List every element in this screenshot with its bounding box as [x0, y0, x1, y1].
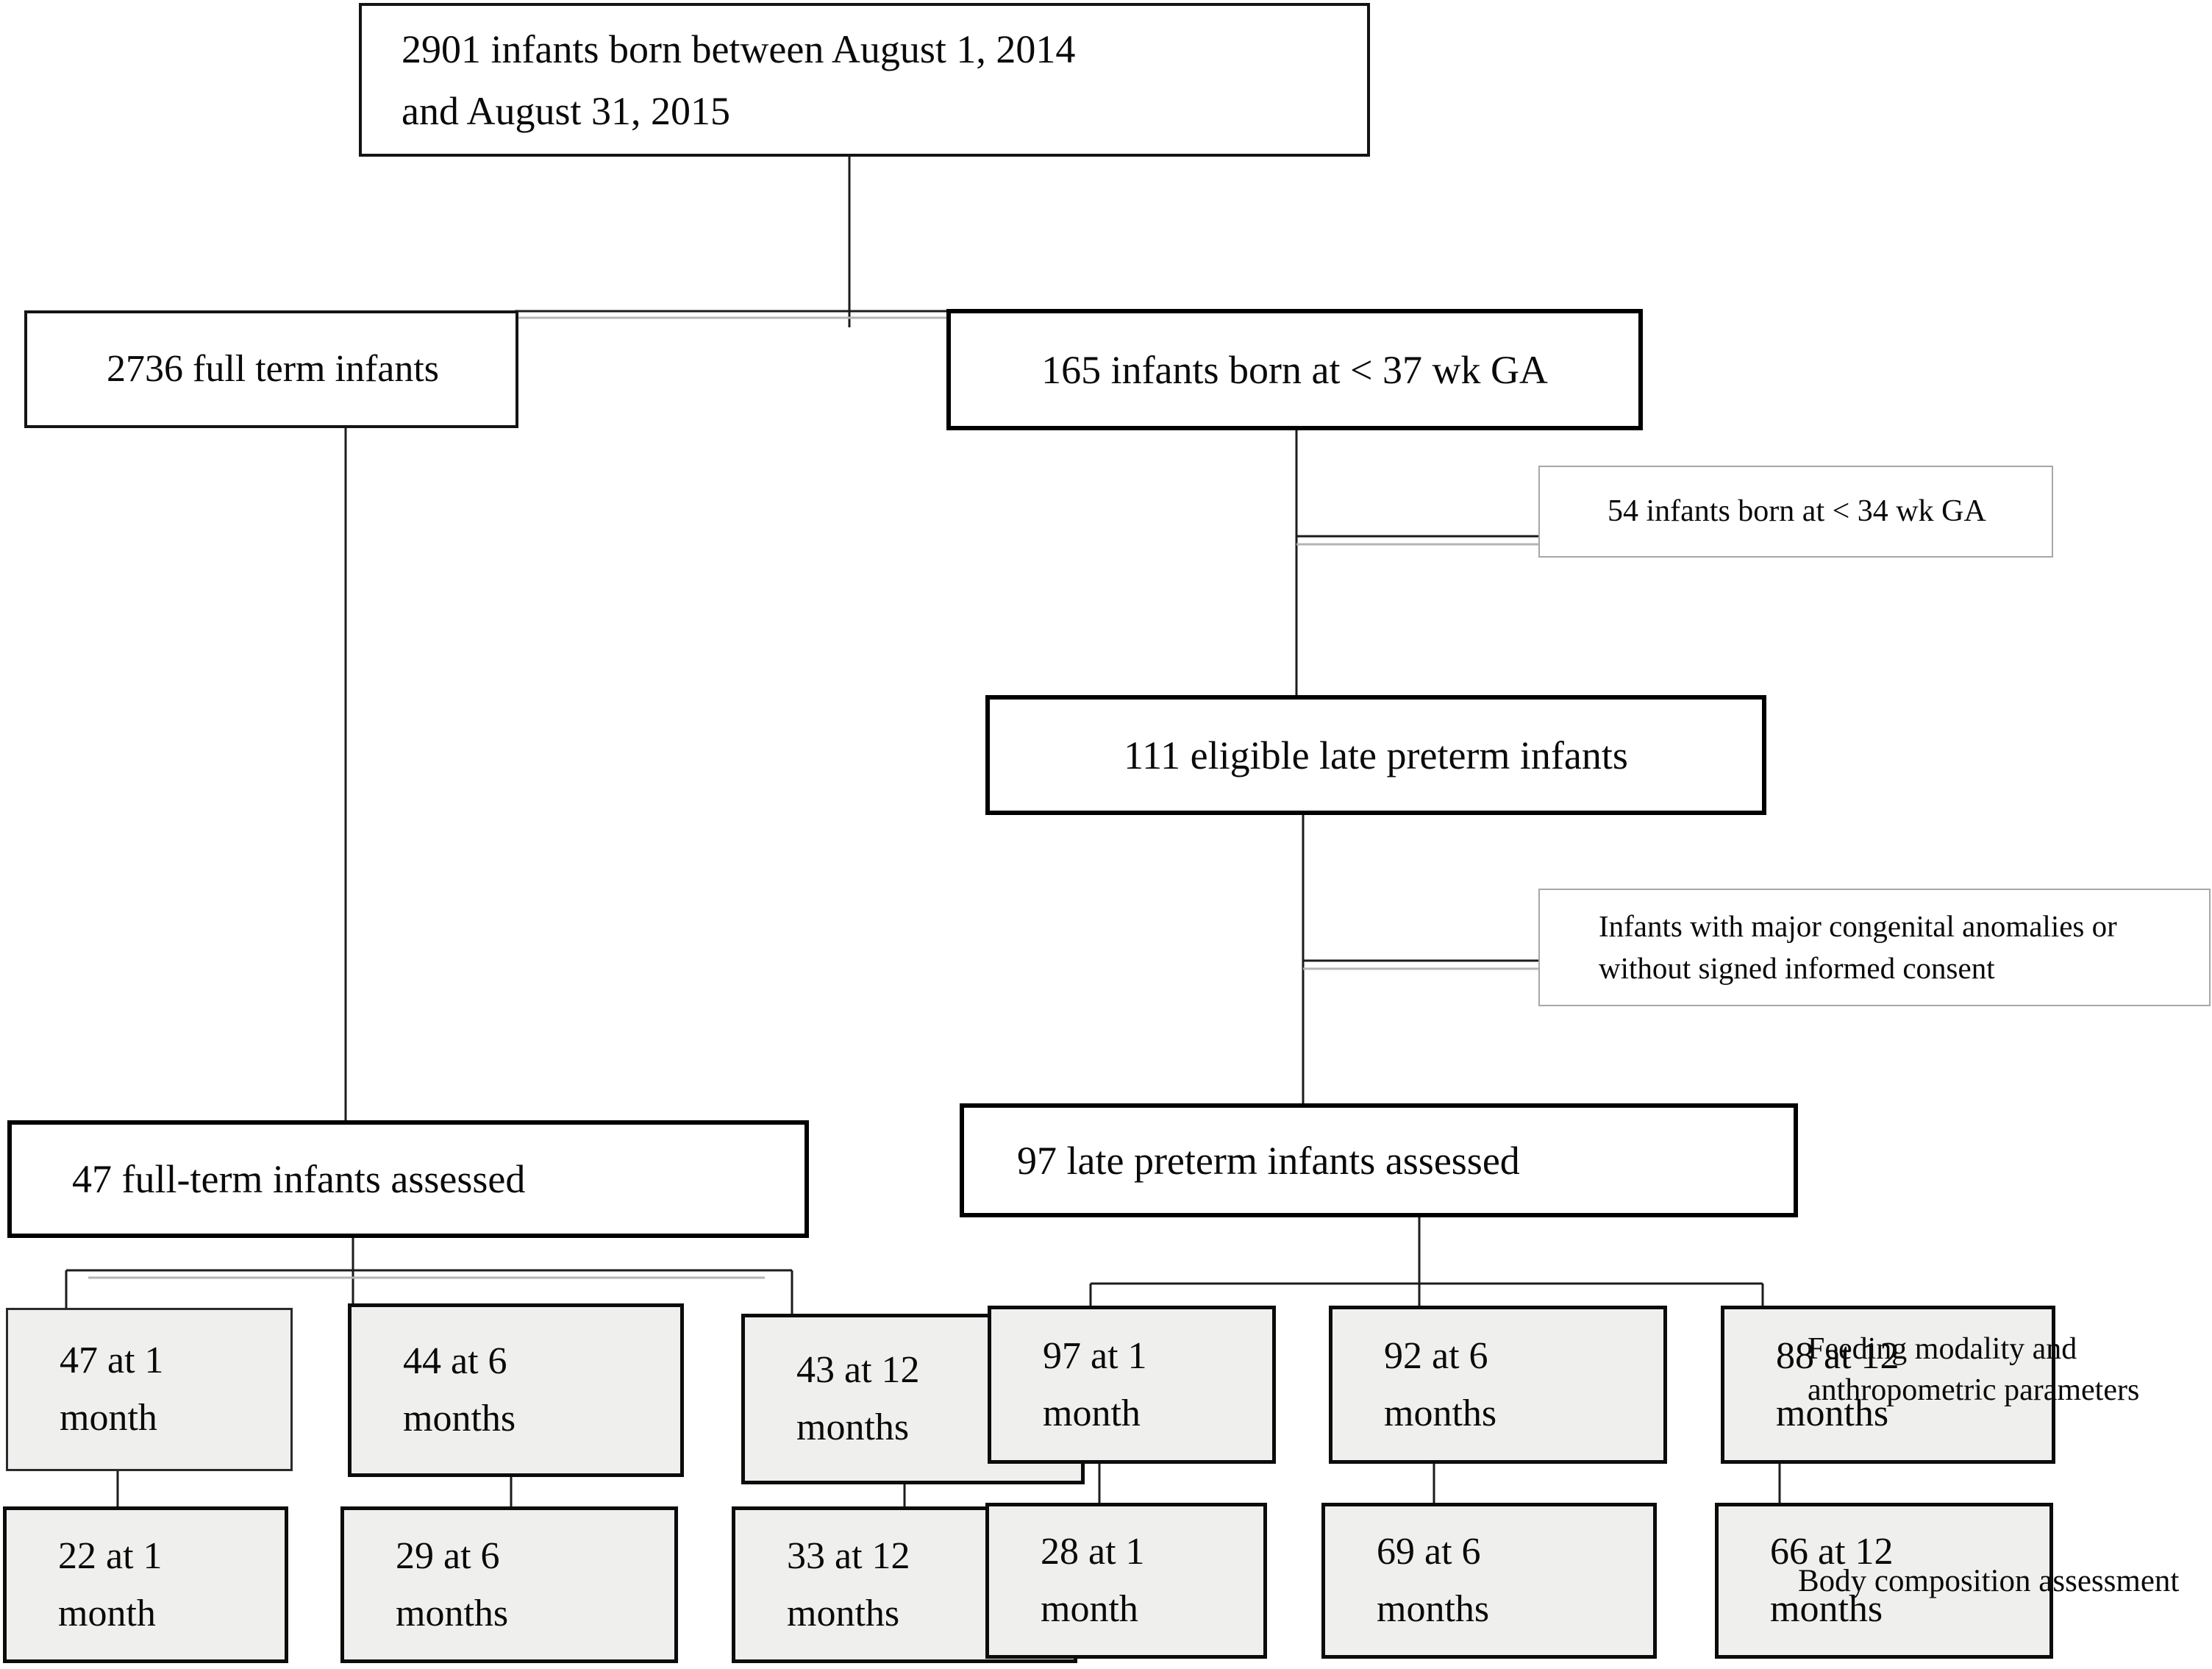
node-excluded-anomalies: Infants with major congenital anomalies … — [1538, 889, 2211, 1006]
node-ft-bc-6-months-line1: 29 at 6 — [396, 1534, 500, 1577]
node-lp-12-months: 88 at 12 months — [1721, 1306, 2055, 1464]
node-preterm-lt37wk-label: 165 infants born at < 37 wk GA — [1041, 347, 1548, 392]
node-eligible-late-preterm-label: 111 eligible late preterm infants — [1124, 733, 1628, 777]
node-full-term: 2736 full term infants — [24, 310, 518, 428]
row-label-feeding-line2: anthropometric parameters — [1808, 1373, 2140, 1407]
node-ft-6-months-line1: 44 at 6 — [403, 1340, 507, 1382]
node-lp-6-months: 92 at 6 months — [1329, 1306, 1667, 1464]
node-ft-1-month-line2: month — [60, 1397, 157, 1439]
node-excluded-anomalies-line2: without signed informed consent — [1599, 951, 1995, 985]
node-total-births-line2: and August 31, 2015 — [402, 88, 731, 133]
node-full-term-label: 2736 full term infants — [107, 348, 440, 390]
node-excluded-lt34wk: 54 infants born at < 34 wk GA — [1538, 466, 2053, 558]
node-lp-12-months-line2: months — [1776, 1392, 1889, 1434]
node-lp-12-months-line1: 88 at 12 — [1776, 1334, 1899, 1377]
node-eligible-late-preterm: 111 eligible late preterm infants — [985, 695, 1766, 815]
node-late-preterm-assessed: 97 late preterm infants assessed — [960, 1103, 1798, 1217]
node-lp-1-month-line2: month — [1043, 1392, 1141, 1434]
row-label-body-composition: Body composition assessment — [1798, 1562, 2212, 1601]
node-ft-bc-1-month-line1: 22 at 1 — [58, 1534, 163, 1577]
node-full-term-assessed-label: 47 full-term infants assessed — [72, 1157, 526, 1201]
node-lp-bc-1-month-line1: 28 at 1 — [1041, 1531, 1145, 1573]
node-late-preterm-assessed-label: 97 late preterm infants assessed — [1017, 1138, 1520, 1183]
node-ft-bc-12-months-line2: months — [787, 1592, 900, 1634]
row-label-feeding-line1: Feeding modality and — [1808, 1332, 2077, 1366]
node-lp-bc-1-month: 28 at 1 month — [985, 1503, 1267, 1659]
node-lp-bc-6-months-line1: 69 at 6 — [1377, 1531, 1481, 1573]
node-ft-12-months-line1: 43 at 12 — [796, 1349, 920, 1391]
node-lp-bc-6-months-line2: months — [1377, 1588, 1490, 1630]
node-lp-6-months-line2: months — [1384, 1392, 1497, 1434]
node-full-term-assessed: 47 full-term infants assessed — [7, 1120, 809, 1238]
node-excluded-anomalies-line1: Infants with major congenital anomalies … — [1599, 909, 2117, 943]
node-preterm-lt37wk: 165 infants born at < 37 wk GA — [946, 309, 1643, 430]
node-ft-6-months-line2: months — [403, 1398, 516, 1440]
node-lp-bc-12-months-line2: months — [1770, 1588, 1883, 1630]
node-lp-6-months-line1: 92 at 6 — [1384, 1334, 1488, 1377]
node-lp-1-month-line1: 97 at 1 — [1043, 1334, 1147, 1377]
node-ft-bc-6-months: 29 at 6 months — [340, 1506, 678, 1663]
node-ft-bc-1-month-line2: month — [58, 1592, 156, 1634]
node-lp-bc-1-month-line2: month — [1041, 1588, 1138, 1630]
node-ft-bc-6-months-line2: months — [396, 1592, 509, 1634]
node-ft-bc-12-months-line1: 33 at 12 — [787, 1534, 910, 1577]
node-ft-1-month: 47 at 1 month — [6, 1308, 293, 1471]
node-ft-12-months-line2: months — [796, 1406, 910, 1448]
node-lp-bc-12-months: 66 at 12 months — [1715, 1503, 2053, 1659]
node-ft-6-months: 44 at 6 months — [348, 1303, 684, 1477]
node-total-births: 2901 infants born between August 1, 2014… — [359, 3, 1370, 157]
row-label-feeding-anthropometrics: Feeding modality and anthropometric para… — [1808, 1328, 2212, 1411]
row-label-body-composition-text: Body composition assessment — [1798, 1564, 2180, 1598]
node-total-births-line1: 2901 infants born between August 1, 2014 — [402, 26, 1076, 71]
node-ft-bc-1-month: 22 at 1 month — [3, 1506, 288, 1663]
node-excluded-lt34wk-label: 54 infants born at < 34 wk GA — [1608, 494, 1986, 528]
node-lp-bc-12-months-line1: 66 at 12 — [1770, 1531, 1894, 1573]
node-lp-bc-6-months: 69 at 6 months — [1321, 1503, 1657, 1659]
node-lp-1-month: 97 at 1 month — [988, 1306, 1276, 1464]
node-ft-1-month-line1: 47 at 1 — [60, 1339, 164, 1381]
